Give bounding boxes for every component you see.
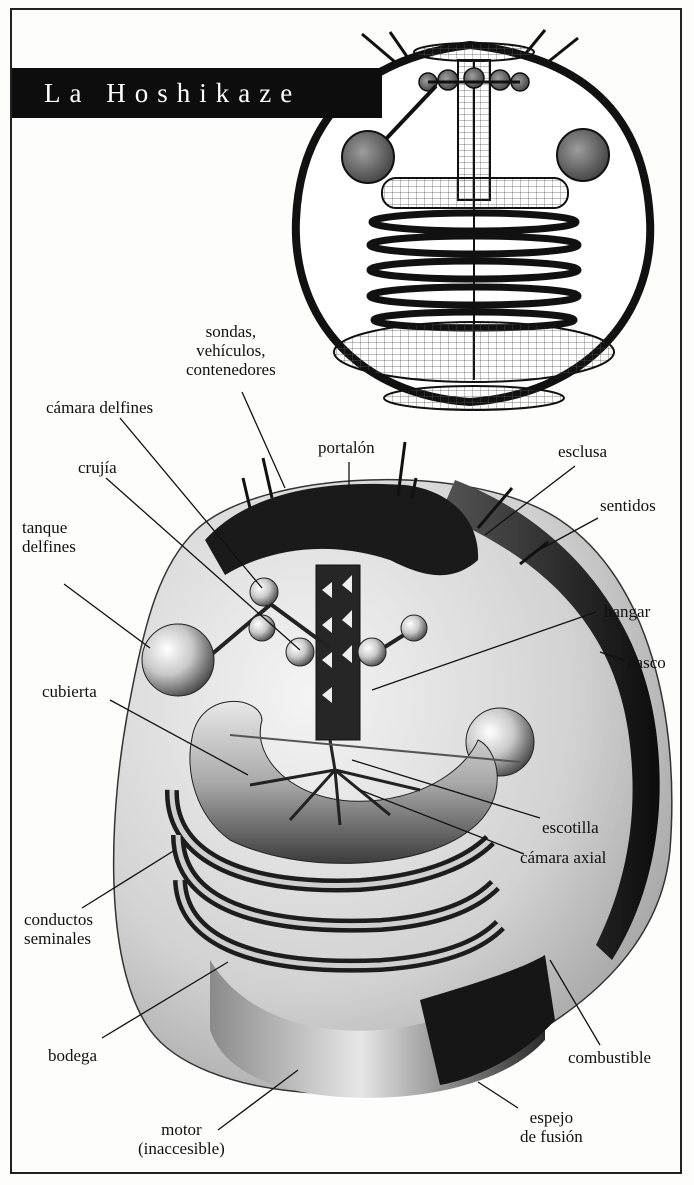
cutaway-ship (114, 442, 672, 1098)
label-sondas: sondas, vehículos, contenedores (186, 322, 276, 379)
label-conductos-seminales: conductos seminales (24, 910, 93, 948)
label-tanque-delfines: tanque delfines (22, 518, 76, 556)
label-camara-axial: cámara axial (520, 848, 606, 867)
label-cubierta: cubierta (42, 682, 97, 701)
diagram-title: La Hoshikaze (44, 78, 301, 109)
label-motor: motor (inaccesible) (138, 1120, 225, 1158)
label-crujia: crujía (78, 458, 117, 477)
label-portalon: portalón (318, 438, 375, 457)
title-bar: La Hoshikaze (12, 68, 382, 118)
label-bodega: bodega (48, 1046, 97, 1065)
label-escotilla: escotilla (542, 818, 599, 837)
label-casco: casco (628, 653, 666, 672)
label-hangar: hangar (604, 602, 650, 621)
label-combustible: combustible (568, 1048, 651, 1067)
label-espejo-fusion: espejo de fusión (520, 1108, 583, 1146)
label-esclusa: esclusa (558, 442, 607, 461)
label-camara-delfines: cámara delfines (46, 398, 153, 417)
label-sentidos: sentidos (600, 496, 656, 515)
